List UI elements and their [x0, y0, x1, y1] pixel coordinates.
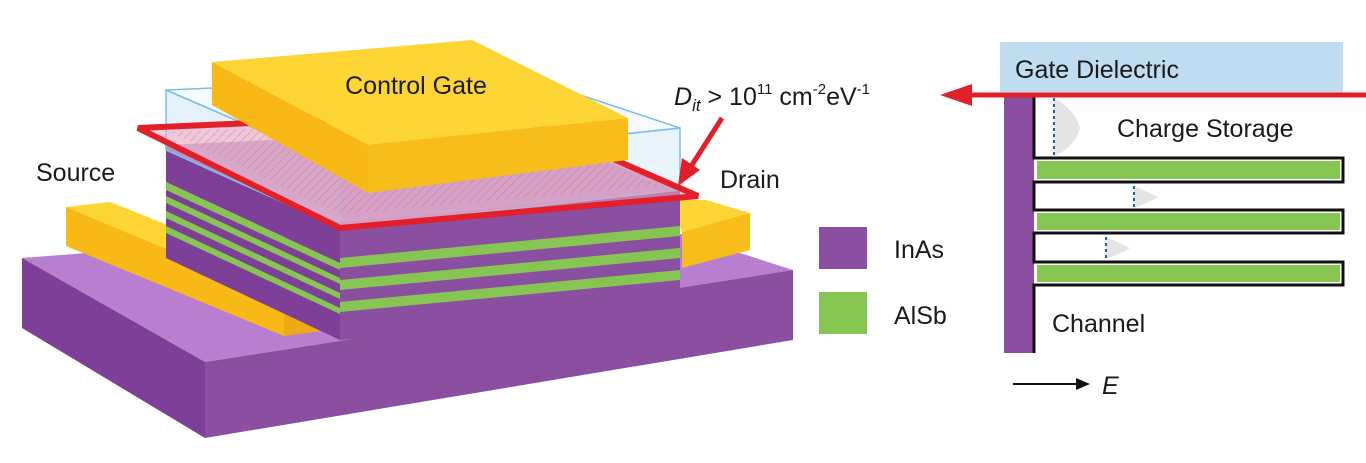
- source-label: Source: [36, 159, 115, 187]
- energy-axis: E: [1013, 372, 1119, 400]
- dit-unit-1: cm: [772, 83, 812, 111]
- legend: InAs AlSb: [819, 227, 947, 334]
- dit-exponent: 11: [757, 81, 773, 98]
- trap-distributions: [1053, 98, 1158, 259]
- dit-pointer-arrow: [678, 116, 725, 186]
- stack-left-face: [166, 182, 340, 340]
- energy-axis-label: E: [1102, 372, 1119, 400]
- dit-annotation: Dit > 1011 cm-2eV-1: [674, 81, 870, 115]
- stack-front-face: [340, 190, 680, 340]
- alsb-barrier-1: [1037, 161, 1340, 179]
- gate-dielectric-band: [1000, 42, 1343, 95]
- layer-stack: [166, 128, 680, 340]
- control-gate-label: Control Gate: [345, 72, 487, 100]
- drain-contact: [670, 200, 750, 268]
- channel-label: Channel: [1052, 310, 1145, 338]
- dit-relation: > 10: [701, 83, 757, 111]
- dit-unit-1-exponent: -2: [813, 81, 826, 98]
- alsb-barrier-2: [1037, 213, 1340, 230]
- band-outline: [1032, 95, 1345, 353]
- charge-storage-label: Charge Storage: [1117, 115, 1294, 143]
- legend-swatch-alsb: [819, 292, 867, 334]
- dit-symbol: D: [674, 83, 692, 111]
- legend-label-alsb: AlSb: [894, 302, 947, 330]
- control-gate: [212, 40, 628, 193]
- channel-band: [1004, 95, 1034, 353]
- dit-unit-2: eV: [826, 83, 857, 111]
- legend-label-inas: InAs: [894, 236, 944, 264]
- legend-swatch-inas: [819, 227, 867, 269]
- alsb-barrier-3: [1037, 265, 1340, 282]
- drain-label: Drain: [720, 166, 780, 194]
- interface-arrow: [940, 84, 1366, 106]
- dit-unit-2-exponent: -1: [857, 81, 870, 98]
- band-diagram: Gate Dielectric Charge Storage Channel E: [1000, 42, 1345, 400]
- dit-subscript: it: [692, 96, 702, 115]
- gate-dielectric-label: Gate Dielectric: [1015, 56, 1179, 84]
